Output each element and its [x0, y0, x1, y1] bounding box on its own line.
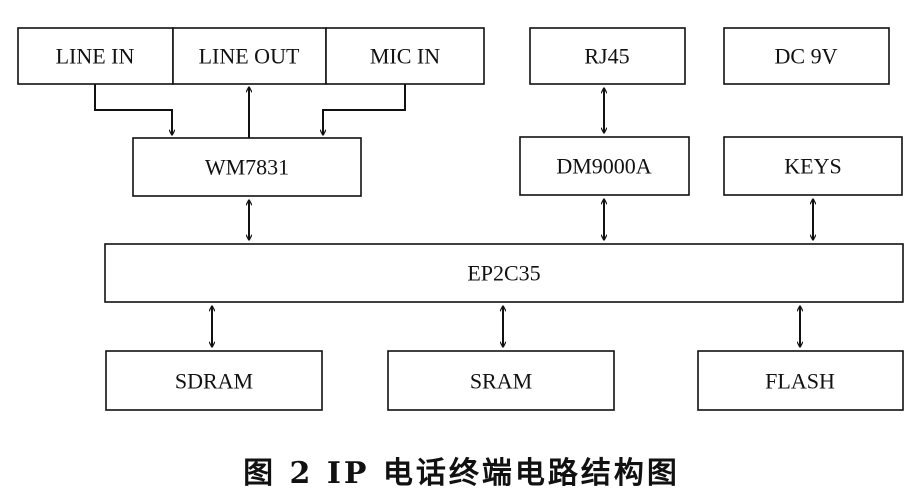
block-mic-in: MIC IN: [325, 27, 485, 85]
block-line-out-label: LINE OUT: [199, 44, 300, 69]
block-keys: KEYS: [723, 136, 903, 196]
block-rj45: RJ45: [529, 27, 686, 85]
block-wm7831: WM7831: [132, 137, 362, 197]
block-line-in-label: LINE IN: [56, 44, 135, 69]
figure-caption: 图 2 IP 电话终端电路结构图: [243, 456, 680, 491]
block-ep2c35: EP2C35: [104, 243, 904, 303]
block-line-out: LINE OUT: [172, 27, 327, 85]
block-sram: SRAM: [387, 350, 615, 411]
block-flash-label: FLASH: [765, 369, 835, 394]
block-dc9v: DC 9V: [723, 27, 890, 85]
block-ep2c35-label: EP2C35: [467, 261, 540, 286]
block-dm9000a: DM9000A: [519, 136, 690, 196]
arrow-mic-in-to-wm7831: [323, 84, 406, 135]
block-sdram: SDRAM: [105, 350, 323, 411]
block-dc9v-label: DC 9V: [775, 44, 838, 69]
block-diagram: LINE IN LINE OUT MIC IN RJ45 DC 9V WM783…: [17, 27, 904, 411]
block-keys-label: KEYS: [784, 154, 841, 179]
block-dm9000a-label: DM9000A: [556, 154, 651, 179]
block-wm7831-label: WM7831: [205, 155, 289, 180]
block-line-in: LINE IN: [17, 27, 174, 85]
block-sdram-label: SDRAM: [175, 369, 253, 394]
block-flash: FLASH: [697, 350, 904, 411]
arrow-line-in-to-wm7831: [94, 84, 172, 135]
block-rj45-label: RJ45: [584, 44, 629, 69]
block-mic-in-label: MIC IN: [370, 44, 440, 69]
block-sram-label: SRAM: [470, 369, 532, 394]
